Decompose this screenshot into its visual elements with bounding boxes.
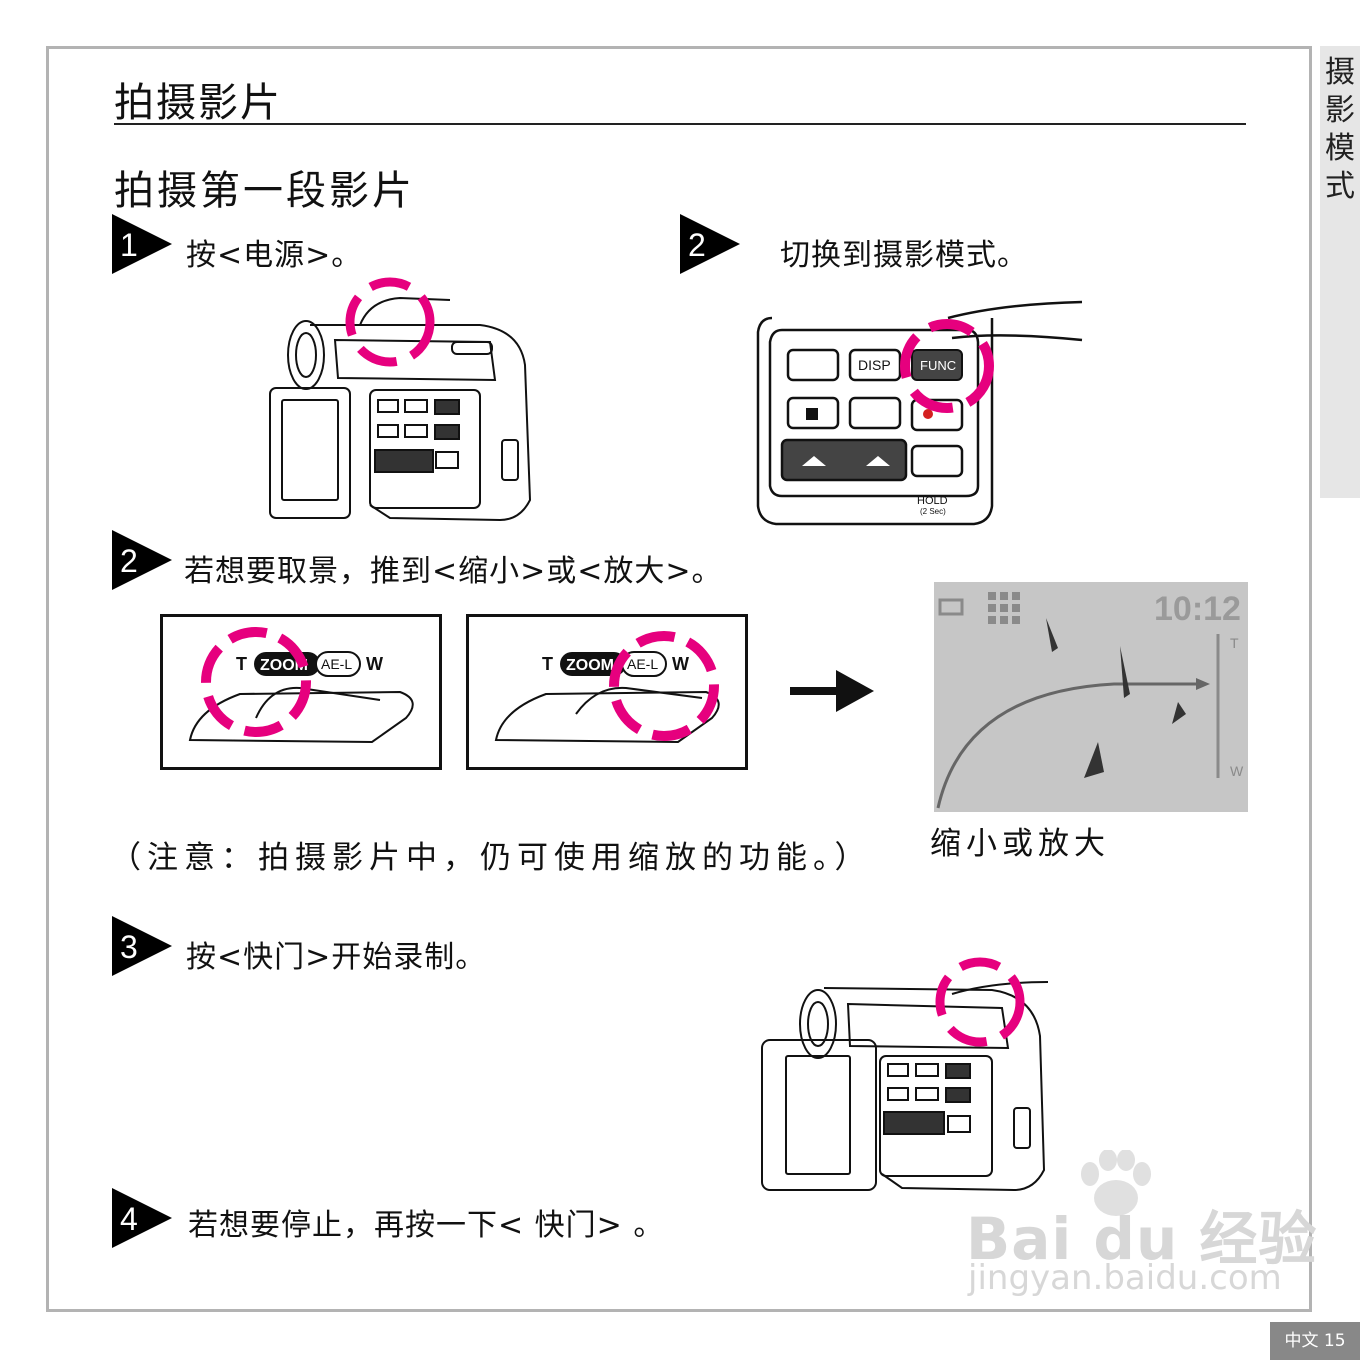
side-tab-label: 摄影模式: [1325, 55, 1355, 204]
page-title: 拍摄影片: [114, 80, 282, 126]
watermark-url: jingyan.baidu.com: [968, 1258, 1282, 1298]
step-zoom-marker: 2: [112, 530, 172, 590]
paw-icon: [1076, 1149, 1156, 1224]
section-title: 拍摄第一段影片: [114, 168, 415, 214]
svg-text:3: 3: [120, 929, 138, 965]
camcorder-shutter-illustration: [752, 952, 1052, 1202]
svg-text:4: 4: [120, 1201, 138, 1237]
step-4-text: 若想要停止，再按一下< 快门> 。: [188, 1208, 665, 1243]
camcorder-power-illustration: [240, 270, 540, 530]
svg-text:T: T: [542, 654, 553, 674]
title-divider: [114, 123, 1246, 125]
screen-caption: 缩小或放大: [930, 826, 1110, 862]
svg-text:DISP: DISP: [858, 357, 891, 373]
step-zoom-text: 若想要取景，推到<缩小>或<放大>。: [184, 554, 723, 589]
screen-preview: 10:12 T W: [934, 582, 1248, 812]
watermark-brand: Bai du 经验: [966, 1205, 1318, 1273]
step-2-marker: 2: [680, 214, 740, 274]
step-4-marker: 4: [112, 1188, 172, 1248]
svg-text:10:12: 10:12: [1154, 590, 1241, 628]
svg-text:W: W: [366, 654, 383, 674]
zoom-lever-wide-illustration: T ZOOM AE-L W: [466, 614, 748, 770]
control-panel-illustration: DISP FUNC HOLD (2 Sec): [752, 296, 1092, 528]
zoom-note: （注意：拍摄影片中，仍可使用缩放的功能。）: [110, 840, 872, 876]
svg-text:1: 1: [120, 227, 138, 263]
svg-text:HOLD: HOLD: [917, 495, 948, 507]
svg-text:2: 2: [688, 227, 706, 263]
svg-text:AE-L: AE-L: [627, 656, 658, 672]
step-3-marker: 3: [112, 916, 172, 976]
right-arrow: [790, 666, 880, 716]
zoom-lever-tele-illustration: T ZOOM AE-L W: [160, 614, 442, 770]
page-frame: [46, 46, 1312, 1312]
svg-text:T: T: [1230, 635, 1239, 651]
page-number-tag: 中文 15: [1270, 1322, 1360, 1360]
svg-text:AE-L: AE-L: [321, 656, 352, 672]
step-1-marker: 1: [112, 214, 172, 274]
step-2-text: 切换到摄影模式。: [780, 238, 1028, 273]
svg-text:(2 Sec): (2 Sec): [920, 507, 946, 516]
step-3-text: 按<快门>开始录制。: [186, 940, 487, 975]
section-side-tab: [1320, 46, 1360, 498]
step-1-text: 按<电源>。: [186, 238, 363, 273]
svg-text:ZOOM: ZOOM: [566, 657, 614, 674]
svg-text:W: W: [1230, 763, 1244, 779]
svg-text:2: 2: [120, 543, 138, 579]
svg-text:W: W: [672, 654, 689, 674]
svg-text:T: T: [236, 654, 247, 674]
svg-text:FUNC: FUNC: [920, 358, 956, 373]
